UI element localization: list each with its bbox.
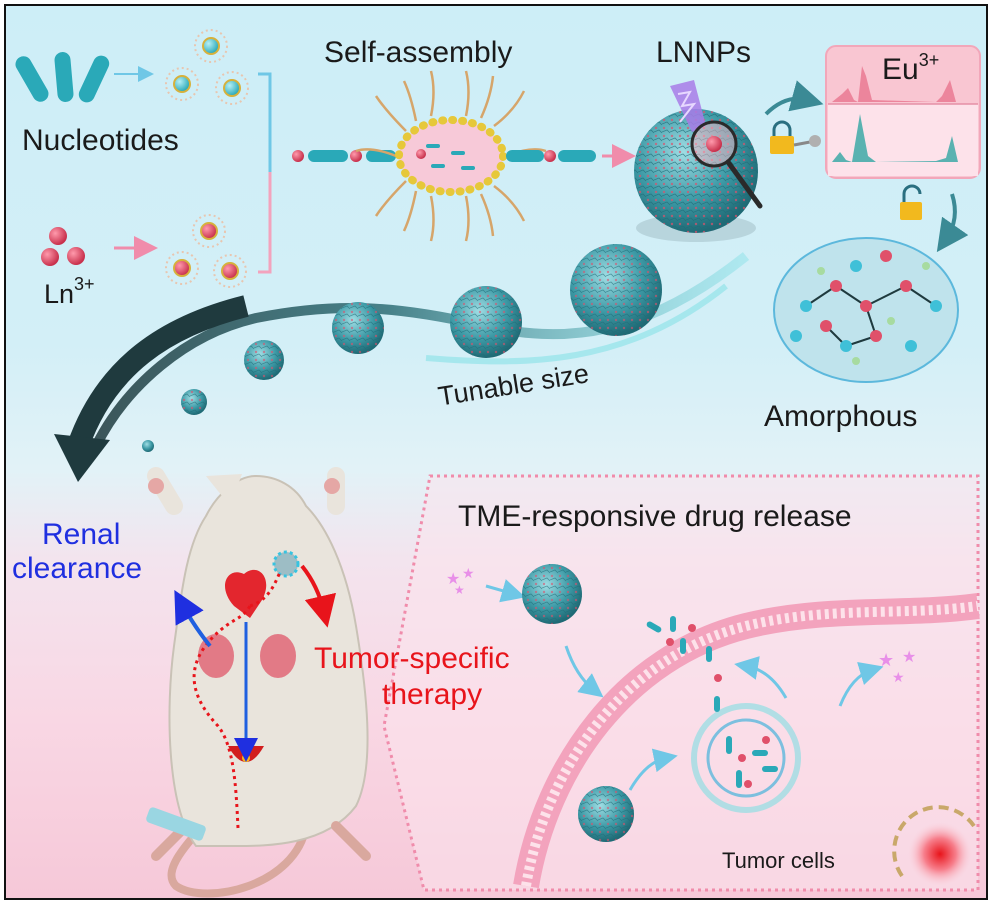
delivery-arrow [564,645,604,698]
svg-text:★: ★ [454,583,465,597]
unlocked-padlock-icon [900,184,922,220]
lanthanide-label-sup: 3+ [74,274,95,294]
graphical-abstract: ★★★ ★★★ Nucleotides Ln3+ Self-assembly L… [4,4,988,900]
nanoparticles-size-series [142,244,662,452]
light-excitation-icon [670,80,706,132]
tumor-site-icon [272,550,300,578]
nucleotides-label: Nucleotides [22,124,179,157]
svg-text:★: ★ [878,650,894,670]
released-fragments-icon [646,616,722,712]
bracket-bottom [258,172,272,274]
size-arrow-head [54,434,110,482]
nucleotide-micelles-icon [165,29,249,105]
release-arrow [734,656,788,699]
lnnps-label: LNNPs [656,36,752,69]
degradation-swirl-icon [691,703,801,813]
amorphous-label: Amorphous [764,400,918,433]
heart-icon [225,569,267,618]
lanthanide-label-base: Ln [44,279,75,309]
drug-loaded-nanoparticle [522,564,582,624]
locked-padlock-icon [770,120,794,154]
key-icon [793,135,821,147]
eu-spectrum-bottom [832,114,976,162]
renal-label-line1: Renal [42,518,121,551]
eu-spectrum-panel [825,45,981,179]
tumor-cell-icon [892,805,976,886]
diagram-canvas: ★★★ ★★★ [15,29,981,898]
eu-label-sup: 3+ [918,50,940,70]
drug-loaded-nanoparticle-2 [578,786,634,842]
tme-title: TME-responsive drug release [458,500,852,533]
drug-release-arrow [838,661,884,707]
renal-label-line2: clearance [12,552,143,585]
eu-spectrum-top [832,66,976,102]
bracket-top [258,72,272,172]
syringe-icon [146,807,206,841]
magnifier-icon [690,120,763,209]
lanthanide-label: Ln3+ [44,274,95,310]
self-assembly-label: Self-assembly [324,36,513,69]
nucleotide-rods-icon [15,52,110,103]
svg-text:★: ★ [902,649,916,666]
drug-molecules-icon: ★★★ [446,565,475,597]
curved-arrow-to-spectrum [764,80,824,116]
svg-text:★: ★ [446,571,460,588]
renal-clearance-arrow [174,589,212,648]
internalization-arrow [628,748,678,791]
eu-label: Eu3+ [882,50,939,87]
self-assembly-icon [292,70,596,242]
svg-text:★: ★ [892,669,905,685]
curved-arrow-to-amorphous [936,193,969,253]
tumor-label-line2: therapy [382,678,483,711]
tumor-therapy-arrow [300,564,336,628]
tumor-label-line1: Tumor-specific [314,642,510,675]
lanthanide-ions-icon [41,227,85,266]
size-arrow-body [67,295,249,450]
amorphous-structure-icon [773,237,959,383]
svg-text:★: ★ [462,565,475,581]
eu-label-base: Eu [882,53,919,86]
released-drug-icon: ★★★ [878,649,916,685]
lanthanide-micelles-icon [165,214,247,288]
loading-arrow [485,579,526,603]
tumor-cells-label: Tumor cells [722,848,835,873]
